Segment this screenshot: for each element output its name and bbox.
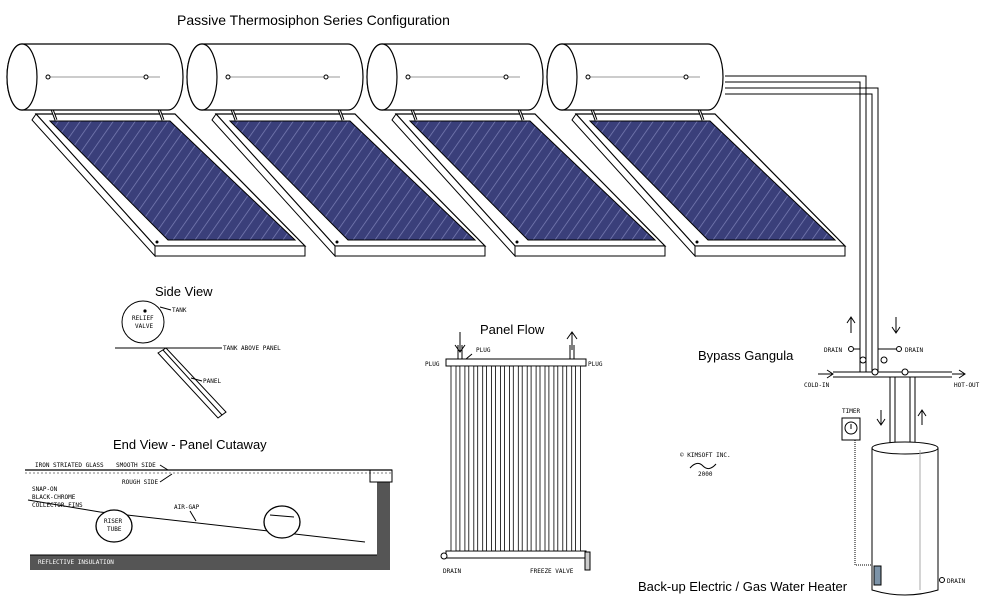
riser-tube (95, 509, 133, 543)
drain-label: DRAIN (443, 568, 461, 575)
cold-in-label: COLD-IN (804, 382, 830, 389)
top-header-pipe (445, 358, 587, 367)
heater-tank (871, 448, 939, 596)
relief-label-1: RELIEF (132, 315, 154, 322)
glass-end-cap (369, 469, 393, 483)
collector-panel-2 (211, 103, 487, 258)
heater-drain-label: DRAIN (947, 578, 965, 585)
timer-label: TIMER (842, 408, 860, 415)
bottom-header-pipe (445, 550, 587, 559)
riser-pipe (459, 365, 466, 552)
credit-line2: 2000 (698, 471, 713, 478)
water-heater: DRAIN Back-up Electric / Gas Water Heate… (638, 441, 965, 596)
hot-up-arrow (917, 409, 927, 425)
riser-pipe (575, 365, 581, 552)
outlet-arrow (566, 331, 578, 350)
logo-squiggle-icon (689, 462, 717, 470)
riser-pipe (566, 365, 573, 552)
bypass-heading: Bypass Gangula (698, 348, 794, 363)
freeze-valve-label: FREEZE VALVE (530, 568, 574, 575)
smooth-side-label: SMOOTH SIDE (116, 462, 156, 469)
drain-left-label: DRAIN (824, 347, 842, 354)
relief-valve-dot (143, 309, 147, 313)
collector-panel-1 (31, 103, 307, 258)
credit: © KIMSOFT INC. 2000 (680, 452, 731, 478)
insulation-frame (30, 480, 390, 570)
storage-tank-4 (546, 43, 724, 111)
collector-panel-4 (571, 103, 847, 258)
plug-left-label: PLUG (425, 361, 440, 368)
heating-element (873, 565, 882, 586)
side-view: Side View RELIEF VALVE TANK TANK ABOVE P… (115, 284, 281, 419)
panel-flow: Panel Flow PLUG PLUG PLUG DRAIN FREEZE V… (425, 322, 603, 575)
plug-right-label: PLUG (588, 361, 603, 368)
relief-label-2: VALVE (135, 323, 153, 330)
riser-pipe (450, 365, 457, 552)
riser-pipe (557, 365, 564, 552)
riser-pipe (512, 365, 519, 552)
rough-side-label: ROUGH SIDE (122, 479, 159, 486)
heater-heading: Back-up Electric / Gas Water Heater (638, 579, 848, 594)
riser-pipe (548, 365, 555, 552)
freeze-valve (584, 551, 591, 571)
storage-tank-2 (186, 43, 364, 111)
panel-flow-heading: Panel Flow (480, 322, 545, 337)
tank-label: TANK (172, 307, 187, 314)
insulation-label: REFLECTIVE INSULATION (38, 559, 114, 566)
riser-pipe (530, 365, 537, 552)
collector-panel-3 (391, 103, 667, 258)
diagram-title: Passive Thermosiphon Series Configuratio… (177, 12, 450, 28)
riser-tube-2 (263, 505, 301, 539)
side-view-tank (121, 300, 165, 344)
panel-label: PANEL (203, 378, 221, 385)
fins-label-1: SNAP-ON (32, 486, 58, 493)
drain-right-label: DRAIN (905, 347, 923, 354)
riser-label-2: TUBE (107, 526, 122, 533)
drain-valve (440, 552, 448, 560)
air-gap-label: AIR-GAP (174, 504, 200, 511)
riser-pipe (539, 365, 546, 552)
storage-tank-3 (366, 43, 544, 111)
riser-pipe (521, 365, 528, 552)
cold-down-arrow (876, 410, 886, 426)
hot-out-arrow (952, 369, 966, 379)
end-view-cutaway: End View - Panel Cutaway IRON STRIATED G… (25, 437, 393, 570)
storage-tank-1 (6, 43, 184, 111)
plug-top-label: PLUG (476, 347, 491, 354)
riser-pipe (486, 365, 493, 552)
credit-line1: © KIMSOFT INC. (680, 452, 731, 459)
end-view-heading: End View - Panel Cutaway (113, 437, 267, 452)
tank-above-panel-label: TANK ABOVE PANEL (223, 345, 281, 352)
hot-out-label: HOT-OUT (954, 382, 980, 389)
riser-pipe (477, 365, 484, 552)
heater-top (871, 441, 939, 455)
down-arrow-left (891, 317, 901, 334)
riser-pipe (503, 365, 510, 552)
fins-label-2: BLACK-CHROME (32, 494, 76, 501)
bypass-gangula: Bypass Gangula DRAIN DRAIN COLD-IN HOT-O… (698, 316, 980, 590)
riser-label-1: RISER (104, 518, 122, 525)
riser-pipe (495, 365, 501, 552)
fins-label-3: COLLECTOR FINS (32, 502, 83, 509)
side-view-heading: Side View (155, 284, 213, 299)
supply-return-pipes (725, 75, 879, 372)
cold-in-arrow (818, 369, 834, 379)
inlet-arrow (454, 332, 466, 353)
iron-glass-label: IRON STRIATED GLASS (35, 462, 104, 469)
riser-pipe (468, 365, 475, 552)
up-arrow-left (846, 316, 856, 333)
